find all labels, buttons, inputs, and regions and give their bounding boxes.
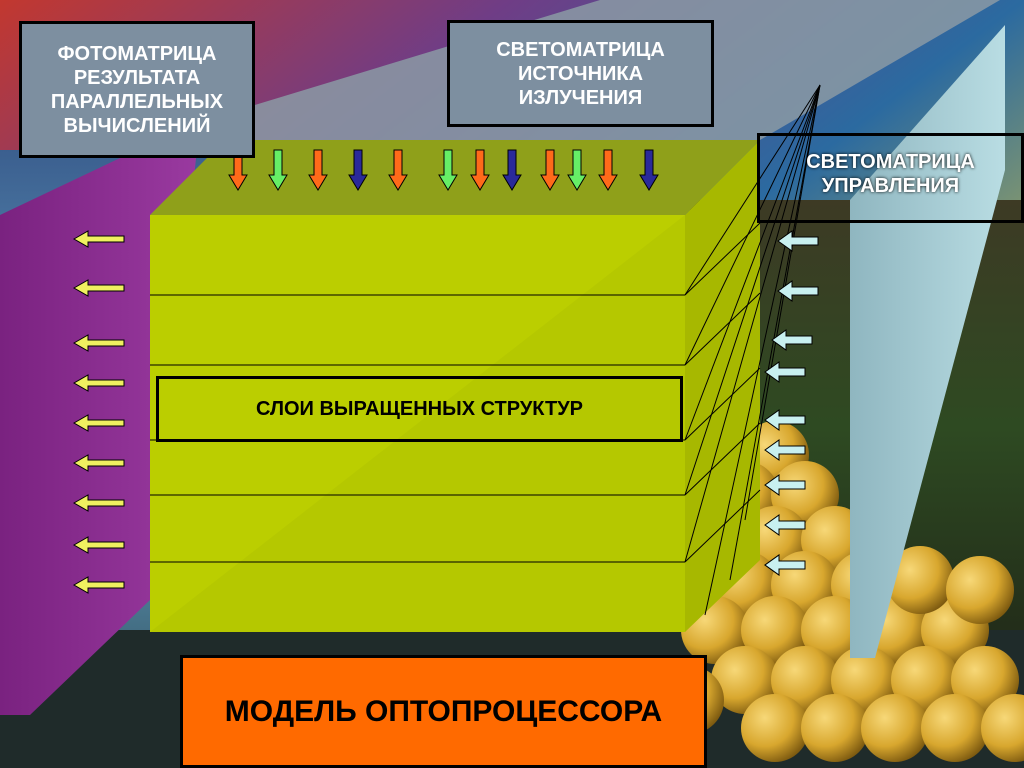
control-arrow: [777, 230, 819, 252]
photomatrix-arrows: [72, 230, 125, 594]
layer-side-line: [684, 422, 761, 496]
photomatrix-arrow: [72, 334, 125, 352]
input-arrow: [598, 149, 618, 191]
control-arrow: [777, 280, 819, 302]
photomatrix-arrow: [72, 454, 125, 472]
photomatrix-arrow: [72, 374, 125, 392]
control-arrows: [764, 230, 819, 576]
sphere: [886, 546, 954, 614]
photomatrix-arrow: [72, 494, 125, 512]
light-source-label: СВЕТОМАТРИЦА ИСТОЧНИКА ИЗЛУЧЕНИЯ: [447, 20, 714, 127]
photomatrix-arrow: [72, 279, 125, 297]
photomatrix-arrow: [72, 414, 125, 432]
photomatrix-arrow: [72, 230, 125, 248]
layers-label: СЛОИ ВЫРАЩЕННЫХ СТРУКТУР: [156, 376, 683, 442]
sphere: [921, 694, 989, 762]
beam-lines: [684, 84, 821, 616]
layer-side-line: [684, 489, 761, 563]
input-arrow: [388, 149, 408, 191]
control-arrow: [764, 361, 806, 383]
cube-side-face: [685, 140, 760, 632]
control-arrow: [764, 554, 806, 576]
sphere: [741, 694, 809, 762]
control-arrow: [764, 409, 806, 431]
input-arrow: [348, 149, 368, 191]
beam-line: [684, 84, 821, 441]
input-arrow: [502, 149, 522, 191]
sphere: [946, 556, 1014, 624]
input-arrow: [567, 149, 587, 191]
input-arrow: [470, 149, 490, 191]
sphere: [741, 596, 809, 664]
control-arrow: [764, 474, 806, 496]
input-arrow: [268, 149, 288, 191]
beam-line: [684, 84, 821, 563]
beam-line: [744, 84, 821, 521]
light-control-label: СВЕТОМАТРИЦА УПРАВЛЕНИЯ: [757, 133, 1024, 223]
photomatrix-arrow: [72, 576, 125, 594]
layer-side-line: [684, 367, 761, 441]
beam-line: [684, 84, 821, 366]
control-arrow: [764, 514, 806, 536]
control-arrow: [764, 439, 806, 461]
cube-front-shade: [150, 215, 685, 632]
input-arrows: [228, 149, 659, 191]
input-arrow: [639, 149, 659, 191]
photomatrix-label: ФОТОМАТРИЦА РЕЗУЛЬТАТА ПАРАЛЛЕЛЬНЫХ ВЫЧИ…: [19, 21, 255, 158]
sphere: [801, 694, 869, 762]
beam-line: [684, 84, 821, 496]
input-arrow: [540, 149, 560, 191]
input-arrow: [308, 149, 328, 191]
model-title: МОДЕЛЬ ОПТОПРОЦЕССОРА: [180, 655, 707, 768]
sphere: [981, 694, 1024, 762]
input-arrow: [438, 149, 458, 191]
control-arrow: [771, 329, 813, 351]
photomatrix-arrow: [72, 536, 125, 554]
beam-line: [729, 84, 821, 581]
sphere: [861, 694, 929, 762]
beam-line: [704, 84, 821, 616]
beam-line: [684, 84, 821, 296]
control-panel: [850, 25, 1005, 658]
